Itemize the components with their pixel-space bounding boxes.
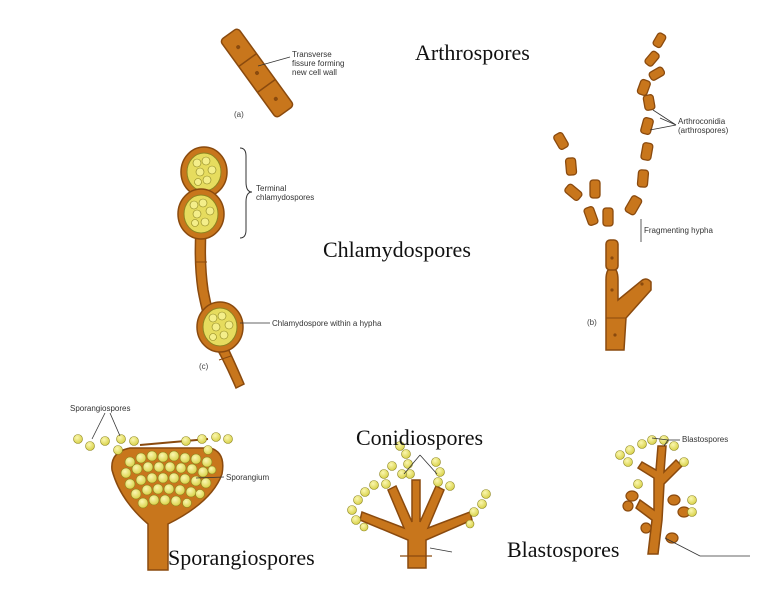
label-sporangium: Sporangium <box>226 473 269 482</box>
title-chlamydospores: Chlamydospores <box>323 237 471 263</box>
arthroconidia-fragments <box>553 32 667 226</box>
label-blastospores-small: Blastospores <box>682 435 728 444</box>
label-arthroconidia-line2: (arthrospores) <box>678 126 728 135</box>
panel-label-b: (b) <box>587 318 597 327</box>
panel-label-a: (a) <box>234 110 244 119</box>
conidiophore <box>348 442 491 569</box>
label-terminal-line2: chlamydospores <box>256 193 314 202</box>
title-arthrospores: Arthrospores <box>415 40 530 66</box>
label-chlamydospore-within-hypha: Chlamydospore within a hypha <box>272 319 381 328</box>
fragmenting-hypha <box>606 240 651 350</box>
label-sporangiospores-small: Sporangiospores <box>70 404 130 413</box>
panel-label-c: (c) <box>199 362 208 371</box>
label-fragmenting-hypha: Fragmenting hypha <box>644 226 713 235</box>
label-transverse-line1: Transverse <box>292 50 332 59</box>
title-blastospores: Blastospores <box>507 537 619 563</box>
chlamydospore-hypha <box>178 147 244 388</box>
title-conidiospores: Conidiospores <box>356 425 483 451</box>
arthrospore-fragment <box>220 28 294 119</box>
label-terminal-line1: Terminal <box>256 184 286 193</box>
label-transverse-line2: fissure forming <box>292 59 344 68</box>
label-transverse-line3: new cell wall <box>292 68 337 77</box>
title-sporangiospores: Sporangiospores <box>168 545 315 571</box>
budding-hypha <box>616 436 697 555</box>
label-arthroconidia-line1: Arthroconidia <box>678 117 725 126</box>
